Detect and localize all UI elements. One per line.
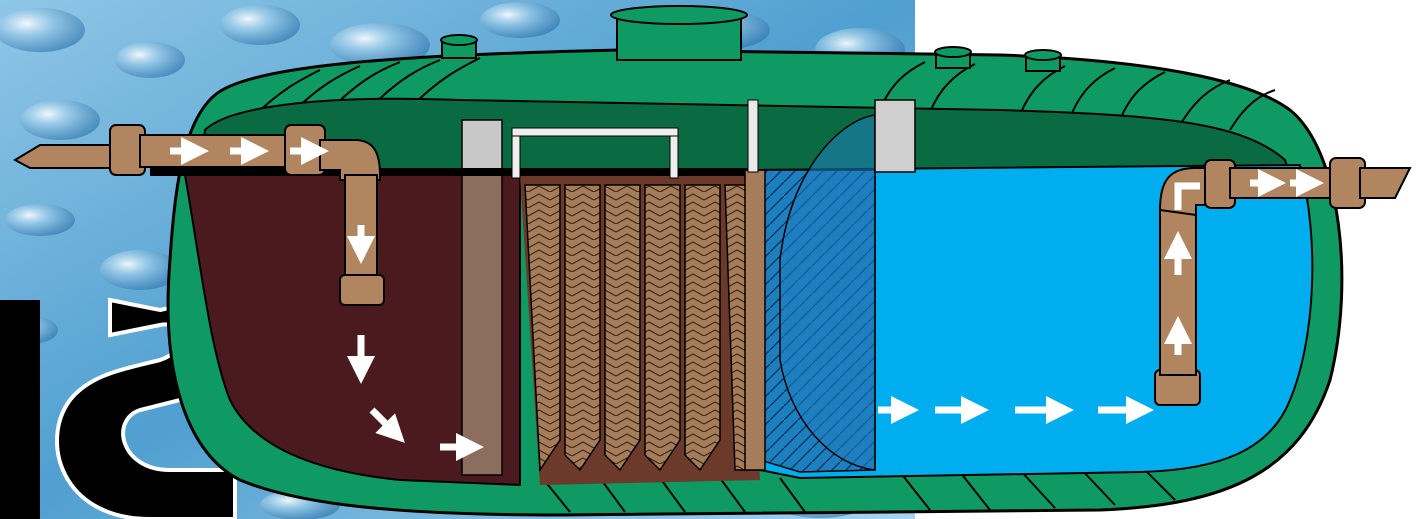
access-port-left xyxy=(441,35,477,58)
access-port-right-2 xyxy=(1025,50,1061,71)
access-riser-main xyxy=(611,6,747,60)
access-port-right-1 xyxy=(935,47,971,68)
media-filter-chamber xyxy=(512,128,760,485)
water-level-line xyxy=(150,168,750,176)
